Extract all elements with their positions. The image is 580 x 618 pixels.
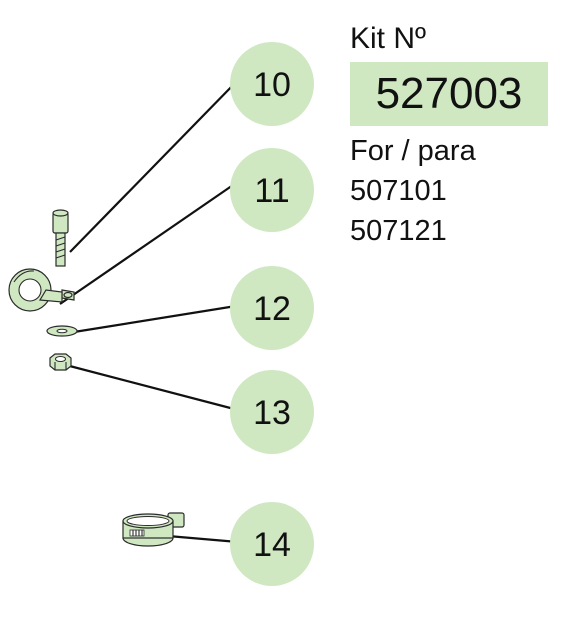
washer-part <box>46 325 78 337</box>
callout-10: 10 <box>230 42 314 126</box>
p-clamp-part <box>8 268 75 312</box>
callout-number: 11 <box>254 172 289 210</box>
callout-14: 14 <box>230 502 314 586</box>
leader-line-11 <box>59 182 237 305</box>
screw-part <box>52 209 69 267</box>
kit-label: Kit Nº <box>350 22 426 55</box>
leader-line-10 <box>69 79 239 253</box>
callout-number: 12 <box>253 290 291 328</box>
kit-number: 527003 <box>375 69 523 118</box>
leader-line-14 <box>167 534 239 544</box>
leader-line-13 <box>61 362 239 412</box>
callout-number: 14 <box>253 526 291 564</box>
callout-11: 11 <box>230 148 314 232</box>
hose-clamp-part <box>122 512 185 547</box>
model-number: 507101 <box>350 175 447 207</box>
leader-line-12 <box>73 304 237 334</box>
callout-number: 10 <box>253 66 291 104</box>
for-label: For / para <box>350 135 476 167</box>
nut-part <box>49 353 72 371</box>
kit-number-box: 527003 <box>350 62 548 126</box>
callout-13: 13 <box>230 370 314 454</box>
callout-12: 12 <box>230 266 314 350</box>
callout-number: 13 <box>253 394 291 432</box>
model-number: 507121 <box>350 215 447 247</box>
